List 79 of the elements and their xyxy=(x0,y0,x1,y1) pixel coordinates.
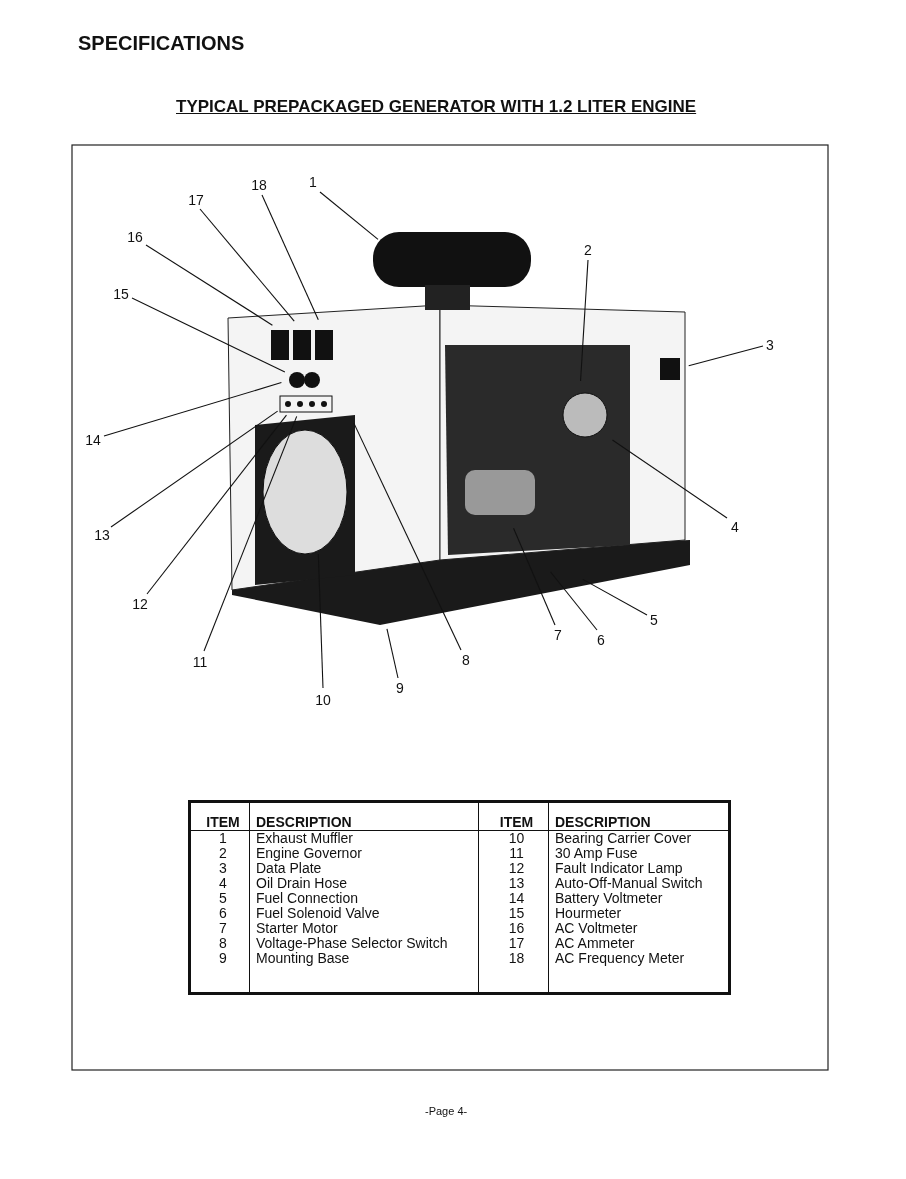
item-number: 18 xyxy=(508,950,525,966)
item-number: 12 xyxy=(508,860,525,876)
leader-line xyxy=(103,382,282,437)
callout-number: 16 xyxy=(127,230,143,244)
callout-number: 17 xyxy=(188,193,204,207)
item-description: Engine Governor xyxy=(256,845,362,861)
item-description: AC Voltmeter xyxy=(555,920,638,936)
leader-line xyxy=(513,527,556,626)
callout-number: 9 xyxy=(396,681,404,695)
item-number: 9 xyxy=(219,950,227,966)
item-description: AC Ammeter xyxy=(555,935,635,951)
leader-line xyxy=(582,578,648,616)
callout-number: 6 xyxy=(597,633,605,647)
item-number: 7 xyxy=(219,920,227,936)
item-description: Starter Motor xyxy=(256,920,338,936)
item-description: Fault Indicator Lamp xyxy=(555,860,683,876)
leader-line xyxy=(261,194,319,321)
column-header: DESCRIPTION xyxy=(555,814,651,830)
callout-number: 2 xyxy=(584,243,592,257)
page-number: -Page 4- xyxy=(425,1105,468,1117)
page-heading: SPECIFICATIONS xyxy=(78,32,245,55)
leader-line xyxy=(688,345,764,367)
item-description: Mounting Base xyxy=(256,950,350,966)
item-number: 2 xyxy=(219,845,227,861)
leader-line xyxy=(317,553,324,689)
column-header: ITEM xyxy=(499,814,534,830)
item-number: 1 xyxy=(219,830,227,846)
callout-number: 7 xyxy=(554,628,562,642)
item-description: Fuel Solenoid Valve xyxy=(256,905,380,921)
column-header: ITEM xyxy=(206,814,240,830)
callout-number: 13 xyxy=(94,528,110,542)
item-description: Fuel Connection xyxy=(256,890,358,906)
item-description: Auto-Off-Manual Switch xyxy=(555,875,703,891)
leader-line xyxy=(110,410,279,528)
callout-number: 14 xyxy=(85,433,101,447)
item-number: 8 xyxy=(219,935,227,951)
callout-number: 12 xyxy=(132,597,148,611)
item-number: 13 xyxy=(508,875,525,891)
item-number: 17 xyxy=(508,935,525,951)
item-number: 15 xyxy=(508,905,525,921)
callout-number: 10 xyxy=(315,693,331,707)
item-number: 6 xyxy=(219,905,227,921)
item-number: 10 xyxy=(508,830,525,846)
leader-line xyxy=(319,191,379,240)
item-description: Data Plate xyxy=(256,860,322,876)
callout-number: 4 xyxy=(731,520,739,534)
callout-number: 3 xyxy=(766,338,774,352)
leader-line xyxy=(353,422,462,651)
item-number: 3 xyxy=(219,860,227,876)
callout-number: 15 xyxy=(113,287,129,301)
item-number: 5 xyxy=(219,890,227,906)
leader-line xyxy=(203,415,298,652)
item-description: Voltage-Phase Selector Switch xyxy=(256,935,448,951)
leader-line xyxy=(580,259,589,382)
item-description: Exhaust Muffler xyxy=(256,830,353,846)
callout-number: 1 xyxy=(309,175,317,189)
item-description: AC Frequency Meter xyxy=(555,950,685,966)
leader-line xyxy=(145,244,273,326)
item-number: 14 xyxy=(508,890,525,906)
figure-title: TYPICAL PREPACKAGED GENERATOR WITH 1.2 LITER ENGINE xyxy=(176,97,697,117)
item-description: Bearing Carrier Cover xyxy=(555,830,692,846)
callout-number: 18 xyxy=(251,178,267,192)
callout-number: 8 xyxy=(462,653,470,667)
item-description: Battery Voltmeter xyxy=(555,890,663,906)
leader-line xyxy=(146,414,288,595)
leader-line xyxy=(550,571,598,631)
item-number: 11 xyxy=(509,845,524,861)
callout-number: 11 xyxy=(192,655,208,669)
item-description: Oil Drain Hose xyxy=(256,875,348,891)
item-number: 4 xyxy=(219,875,227,891)
leader-line xyxy=(611,439,728,519)
item-description: Hourmeter xyxy=(555,905,622,921)
callout-number: 5 xyxy=(650,613,658,627)
leader-line xyxy=(386,628,399,679)
item-number: 16 xyxy=(508,920,525,936)
item-description: 30 Amp Fuse xyxy=(555,845,638,861)
leader-line xyxy=(131,297,286,373)
leader-line xyxy=(199,208,295,322)
column-header: DESCRIPTION xyxy=(256,814,352,830)
